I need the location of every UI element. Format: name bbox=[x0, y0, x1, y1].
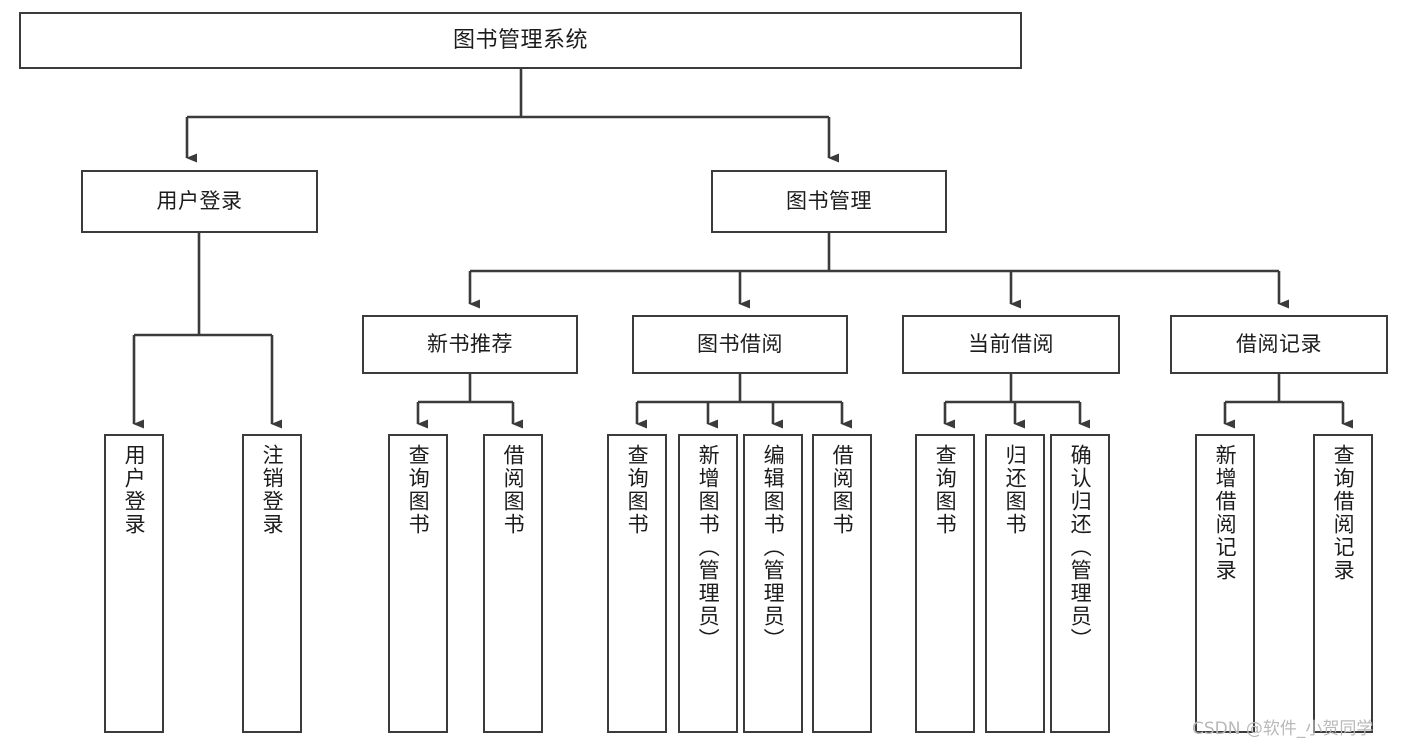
leaf-edit-book-admin[interactable]: 编辑图书（管理员） bbox=[743, 434, 803, 733]
node-label: 新增借阅记录 bbox=[1213, 444, 1238, 582]
node-book-management[interactable]: 图书管理 bbox=[711, 170, 947, 233]
node-label: 图书管理 bbox=[786, 189, 872, 214]
node-label: 查询借阅记录 bbox=[1331, 444, 1356, 582]
node-label: 当前借阅 bbox=[968, 332, 1054, 357]
leaf-borrow-books-recommend[interactable]: 借阅图书 bbox=[483, 434, 543, 733]
csdn-watermark: CSDN @软件_小贺同学 bbox=[1192, 719, 1374, 739]
node-label: 借阅图书 bbox=[830, 444, 855, 536]
leaf-borrow-books[interactable]: 借阅图书 bbox=[812, 434, 872, 733]
leaf-return-books[interactable]: 归还图书 bbox=[985, 434, 1045, 733]
node-label: 借阅图书 bbox=[501, 444, 526, 536]
leaf-confirm-return-admin[interactable]: 确认归还（管理员） bbox=[1050, 434, 1110, 733]
node-label: 查询图书 bbox=[625, 444, 650, 536]
leaf-query-books-current[interactable]: 查询图书 bbox=[915, 434, 975, 733]
leaf-add-borrow-record[interactable]: 新增借阅记录 bbox=[1195, 434, 1255, 733]
node-label: 用户登录 bbox=[156, 189, 243, 214]
node-label: 注销登录 bbox=[260, 444, 285, 536]
node-label: 图书借阅 bbox=[697, 332, 783, 357]
node-book-borrow[interactable]: 图书借阅 bbox=[632, 315, 848, 374]
node-label: 确认归还（管理员） bbox=[1068, 444, 1093, 651]
leaf-logout[interactable]: 注销登录 bbox=[242, 434, 302, 733]
leaf-query-borrow-record[interactable]: 查询借阅记录 bbox=[1313, 434, 1373, 733]
node-label: 查询图书 bbox=[933, 444, 958, 536]
leaf-query-books-borrow[interactable]: 查询图书 bbox=[607, 434, 667, 733]
node-user-login[interactable]: 用户登录 bbox=[81, 170, 318, 233]
node-borrow-records[interactable]: 借阅记录 bbox=[1170, 315, 1388, 374]
leaf-add-book-admin[interactable]: 新增图书（管理员） bbox=[678, 434, 738, 733]
node-current-borrow[interactable]: 当前借阅 bbox=[902, 315, 1120, 374]
node-label: 归还图书 bbox=[1003, 444, 1028, 536]
node-label: 新书推荐 bbox=[427, 332, 513, 357]
node-label: 用户登录 bbox=[122, 444, 147, 536]
node-label: 新增图书（管理员） bbox=[696, 444, 721, 651]
node-label: 编辑图书（管理员） bbox=[761, 444, 786, 651]
node-new-book-recommend[interactable]: 新书推荐 bbox=[362, 315, 578, 374]
leaf-query-books-recommend[interactable]: 查询图书 bbox=[388, 434, 448, 733]
node-root-system[interactable]: 图书管理系统 bbox=[19, 12, 1022, 69]
node-label: 借阅记录 bbox=[1236, 332, 1322, 357]
leaf-user-login[interactable]: 用户登录 bbox=[104, 434, 164, 733]
node-label: 图书管理系统 bbox=[452, 27, 588, 53]
node-label: 查询图书 bbox=[406, 444, 431, 536]
